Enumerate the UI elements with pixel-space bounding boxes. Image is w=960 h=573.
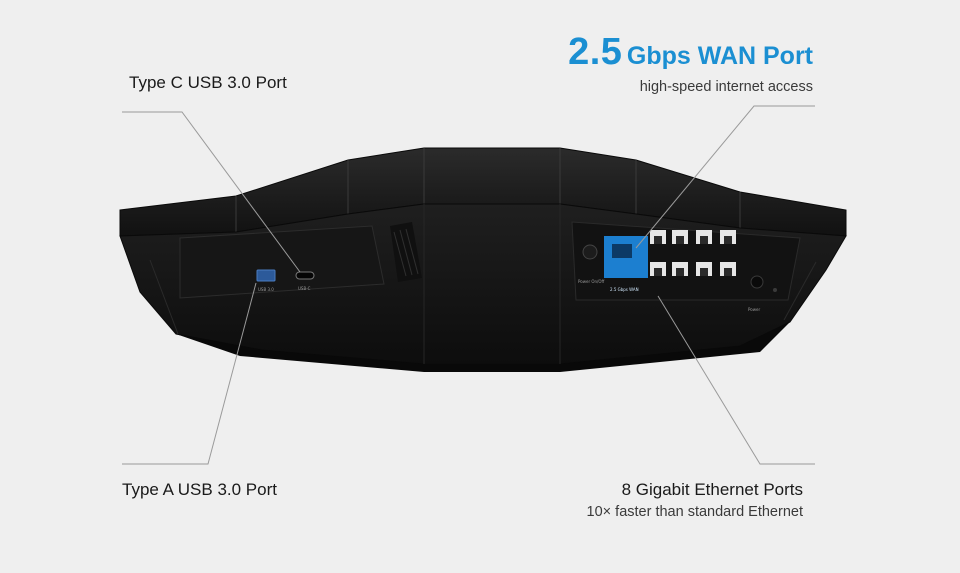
usbc-marking: USB-C	[298, 286, 311, 291]
power-onoff-marking: Power On/Off	[578, 279, 605, 284]
wan-marking: 2.5 Gbps WAN	[610, 287, 639, 292]
usb-c-port	[295, 271, 315, 280]
wan-callout-line	[635, 105, 815, 249]
wan-title: 2.5 Gbps WAN Port	[568, 31, 813, 74]
usb-a-port	[256, 269, 276, 282]
wan-subtitle: high-speed internet access	[639, 79, 813, 95]
wan-speed-number: 2.5	[568, 31, 623, 73]
power-jack	[750, 275, 764, 289]
usb30-marking: USB 3.0	[258, 287, 274, 292]
ethernet-port-panel: Power On/Off 2.5 Gbps WAN	[571, 221, 801, 312]
type-a-label: Type A USB 3.0 Port	[122, 480, 277, 499]
wan-title-text: Gbps WAN Port	[626, 42, 813, 70]
ethernet-subtitle: 10× faster than standard Ethernet	[586, 504, 803, 520]
type-a-callout-line	[122, 282, 257, 465]
ethernet-title: 8 Gigabit Ethernet Ports	[621, 480, 803, 499]
power-marking: Power	[748, 307, 760, 312]
type-c-callout-line	[122, 111, 301, 273]
usb-port-panel: USB 3.0 USB-C	[179, 222, 422, 299]
power-button	[582, 244, 598, 260]
type-c-label: Type C USB 3.0 Port	[129, 73, 287, 92]
wan-port	[612, 244, 632, 258]
ethernet-callout-line	[657, 295, 815, 465]
